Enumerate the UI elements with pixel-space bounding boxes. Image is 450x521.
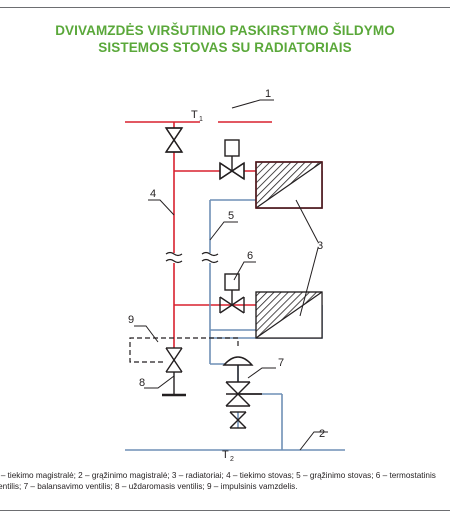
- label-t1: T: [191, 109, 198, 121]
- top-rule: [0, 7, 450, 8]
- leader-4: [148, 199, 175, 216]
- label-7: 7: [278, 357, 284, 369]
- leader-lines: [134, 99, 328, 451]
- impulse-tube: [129, 337, 239, 363]
- shutoff-valve-lower: [162, 347, 186, 397]
- leader-6: [233, 261, 256, 281]
- radiator-lower: [255, 291, 323, 339]
- label-3: 3: [317, 240, 323, 252]
- supply-shutoff-valve-top: [164, 127, 184, 153]
- diagram-title: DVIVAMZDĖS VIRŠUTINIO PASKIRSTYMO ŠILDYM…: [0, 22, 450, 56]
- leader-3a: [295, 199, 319, 243]
- diagram-labels: T 1 T 2 1 2 3 4 5 6 7 8 9: [128, 88, 325, 463]
- thermostatic-valve-lower: [219, 273, 245, 314]
- label-2: 2: [319, 428, 325, 440]
- radiator-upper: [255, 161, 323, 209]
- leader-7: [247, 367, 276, 379]
- title-line-2: SISTEMOS STOVAS SU RADIATORIAIS: [98, 40, 352, 55]
- label-8: 8: [139, 377, 145, 389]
- leader-9: [134, 325, 159, 343]
- leader-1: [231, 99, 274, 109]
- label-1: 1: [265, 88, 271, 100]
- label-t2-sub: 2: [230, 456, 234, 463]
- balancing-valve: [222, 356, 262, 429]
- label-t2: T: [222, 449, 229, 461]
- label-4: 4: [150, 188, 156, 200]
- leader-2: [299, 431, 328, 451]
- title-line-1: DVIVAMZDĖS VIRŠUTINIO PASKIRSTYMO ŠILDYM…: [55, 23, 395, 38]
- leader-3b: [299, 247, 319, 317]
- label-9: 9: [128, 314, 134, 326]
- label-5: 5: [228, 210, 234, 222]
- label-6: 6: [247, 250, 253, 262]
- thermostatic-valve-upper: [219, 139, 245, 181]
- riser-break-marks: [165, 251, 219, 264]
- leader-5: [209, 221, 238, 241]
- bottom-rule: [0, 510, 450, 511]
- supply-piping: [125, 121, 272, 348]
- label-t1-sub: 1: [199, 116, 203, 123]
- diagram-caption: 1 – tiekimo magistralė; 2 – grąžinimo ma…: [0, 471, 436, 491]
- leader-8: [144, 375, 175, 389]
